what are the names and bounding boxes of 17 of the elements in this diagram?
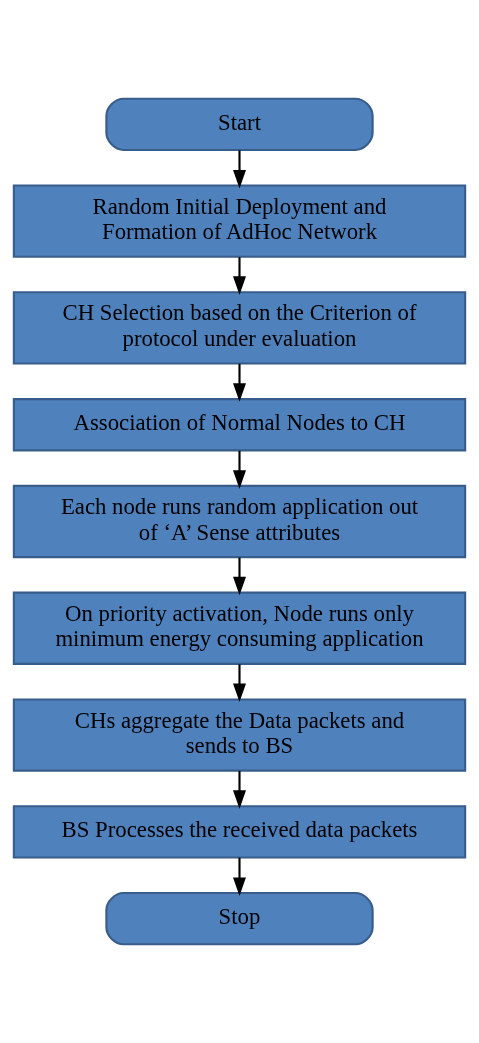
arrow xyxy=(233,557,246,596)
arrow xyxy=(233,664,246,703)
node-box: CH Selection based on the Criterion of protocol under evaluation xyxy=(12,291,467,365)
node-box: Each node runs random application out of ‘A’ Sense attributes xyxy=(12,484,467,559)
node-box: BS Processes the received data packets xyxy=(12,805,467,859)
node-box: Start xyxy=(105,97,374,151)
arrow xyxy=(233,857,246,896)
node-box: Random Initial Deployment and Formation of AdHoc Network xyxy=(12,184,467,258)
node-box: Stop xyxy=(105,892,374,946)
arrow xyxy=(233,770,246,809)
arrow xyxy=(233,363,246,402)
arrow xyxy=(233,450,246,489)
arrow xyxy=(233,257,246,295)
node-box: Association of Normal Nodes to CH xyxy=(12,398,467,452)
node-box: On priority activation, Node runs only minimum energy consuming application xyxy=(12,591,467,665)
node-box: CHs aggregate the Data packets and sends to BS xyxy=(12,698,467,772)
arrow xyxy=(233,150,246,189)
